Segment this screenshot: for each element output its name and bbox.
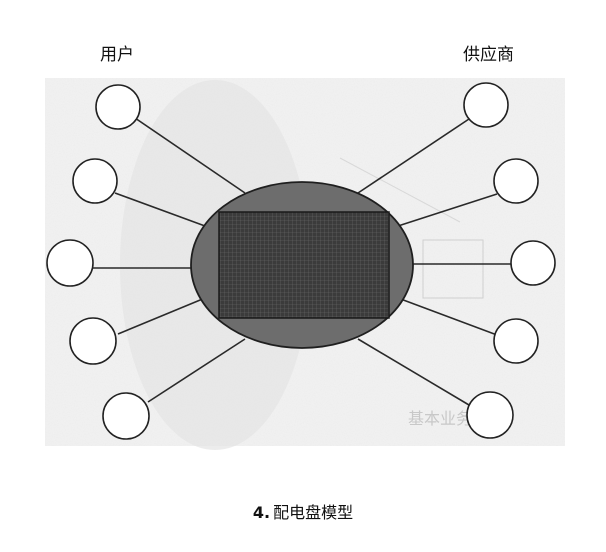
supplier-node bbox=[510, 240, 556, 286]
user-node bbox=[72, 158, 118, 204]
suppliers-label: 供应商 bbox=[463, 45, 514, 65]
caption-number: 4. bbox=[252, 503, 271, 522]
supplier-node bbox=[493, 318, 539, 364]
switchboard-grid-rect bbox=[218, 211, 390, 319]
faint-box bbox=[422, 239, 484, 299]
caption-title: 配电盘模型 bbox=[273, 503, 354, 522]
user-node bbox=[102, 392, 150, 440]
figure-caption: 4.配电盘模型 bbox=[0, 499, 606, 523]
users-label: 用户 bbox=[100, 45, 134, 65]
user-nodes bbox=[46, 84, 150, 440]
connector-lines bbox=[93, 117, 511, 406]
supplier-node bbox=[466, 391, 514, 439]
user-node bbox=[69, 317, 117, 365]
supplier-nodes bbox=[463, 82, 556, 439]
user-node bbox=[46, 239, 94, 287]
user-node bbox=[95, 84, 141, 130]
watermark-text: 基本业务 bbox=[408, 409, 472, 428]
supplier-node bbox=[493, 158, 539, 204]
supplier-node bbox=[463, 82, 509, 128]
